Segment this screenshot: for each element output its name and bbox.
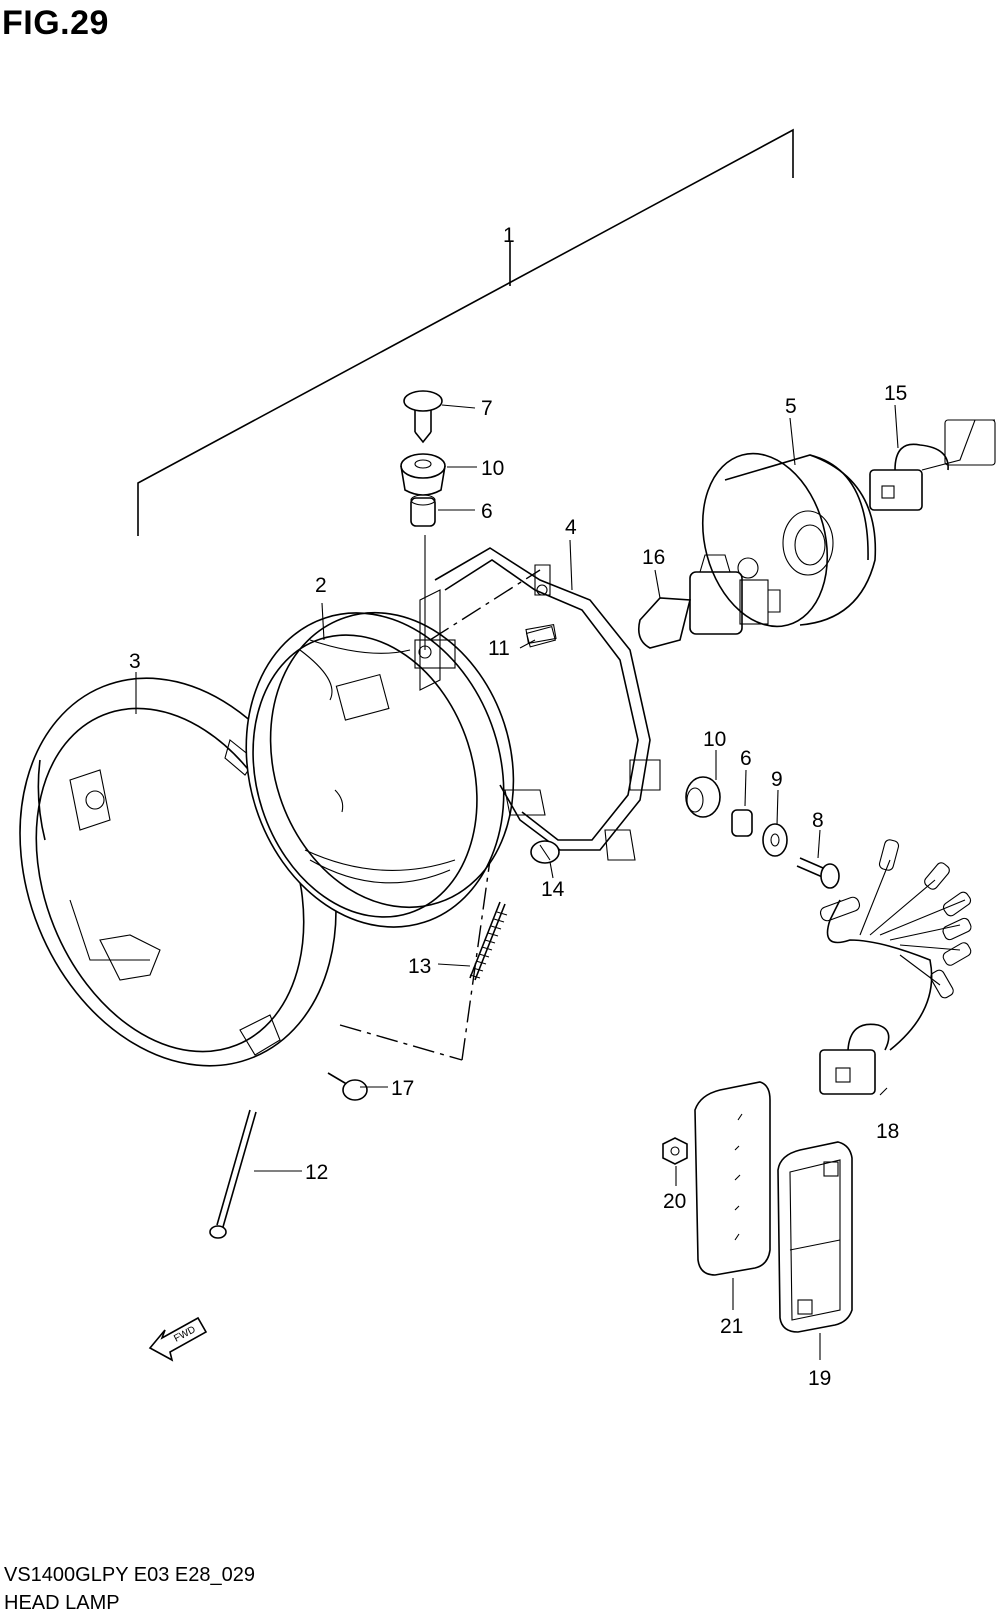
- nut-clip: [525, 624, 557, 644]
- grommet-top: [400, 453, 446, 496]
- callout-13: 13: [408, 955, 431, 978]
- callout-15: 15: [884, 382, 907, 405]
- callout-16: 16: [642, 546, 665, 569]
- callout-1: 1: [503, 224, 515, 247]
- callout-12: 12: [305, 1161, 328, 1184]
- collar-side: [731, 809, 753, 837]
- lead-wire-coupler-upper: [869, 419, 996, 511]
- bolt-side: [796, 857, 840, 889]
- clip: [530, 840, 560, 864]
- callout-18: 18: [876, 1120, 899, 1143]
- callout-3: 3: [129, 650, 141, 673]
- socket-cover: [701, 452, 877, 628]
- callout-20: 20: [663, 1190, 686, 1213]
- callout-10-top: 10: [481, 457, 504, 480]
- forward-direction-arrow: FWD: [148, 1316, 208, 1362]
- callout-2: 2: [315, 574, 327, 597]
- nut: [662, 1137, 688, 1165]
- callout-7: 7: [481, 397, 493, 420]
- leader-lines: [135, 404, 899, 1360]
- callout-19: 19: [808, 1367, 831, 1390]
- assembly-bracket: [137, 128, 794, 536]
- callout-17: 17: [391, 1077, 414, 1100]
- figure-title: FIG.29: [2, 4, 109, 42]
- callout-9: 9: [771, 768, 783, 791]
- washer: [762, 823, 788, 857]
- callout-labels: 1 2 3 4 5 6 7 8 9 10 10 11 12 13 14 15 1…: [129, 224, 907, 1390]
- spring: [469, 901, 508, 981]
- reflector: [777, 1141, 853, 1333]
- callout-21: 21: [720, 1315, 743, 1338]
- screw-top: [403, 390, 443, 444]
- callout-11: 11: [488, 637, 510, 660]
- callout-5: 5: [785, 395, 797, 418]
- model-code: VS1400GLPY E03 E28_029: [4, 1564, 255, 1586]
- headlamp-lens-unit: [245, 611, 515, 928]
- headlamp-housing-bracket: [414, 547, 661, 861]
- callout-8: 8: [812, 809, 824, 832]
- callout-6-top: 6: [481, 500, 493, 523]
- callout-14: 14: [541, 878, 565, 901]
- grommet-side: [685, 776, 721, 818]
- callout-10-side: 10: [703, 728, 726, 751]
- callout-6-side: 6: [740, 747, 752, 770]
- diagram-caption: HEAD LAMP: [4, 1592, 120, 1614]
- reflector-plate: [694, 1081, 771, 1276]
- headlamp-wiring-harness: [819, 839, 972, 1095]
- collar-top: [410, 494, 436, 527]
- adjusting-screw: [209, 1109, 257, 1239]
- callout-4: 4: [565, 516, 577, 539]
- screw-small: [327, 1072, 368, 1101]
- headlamp-bulb: [637, 554, 781, 649]
